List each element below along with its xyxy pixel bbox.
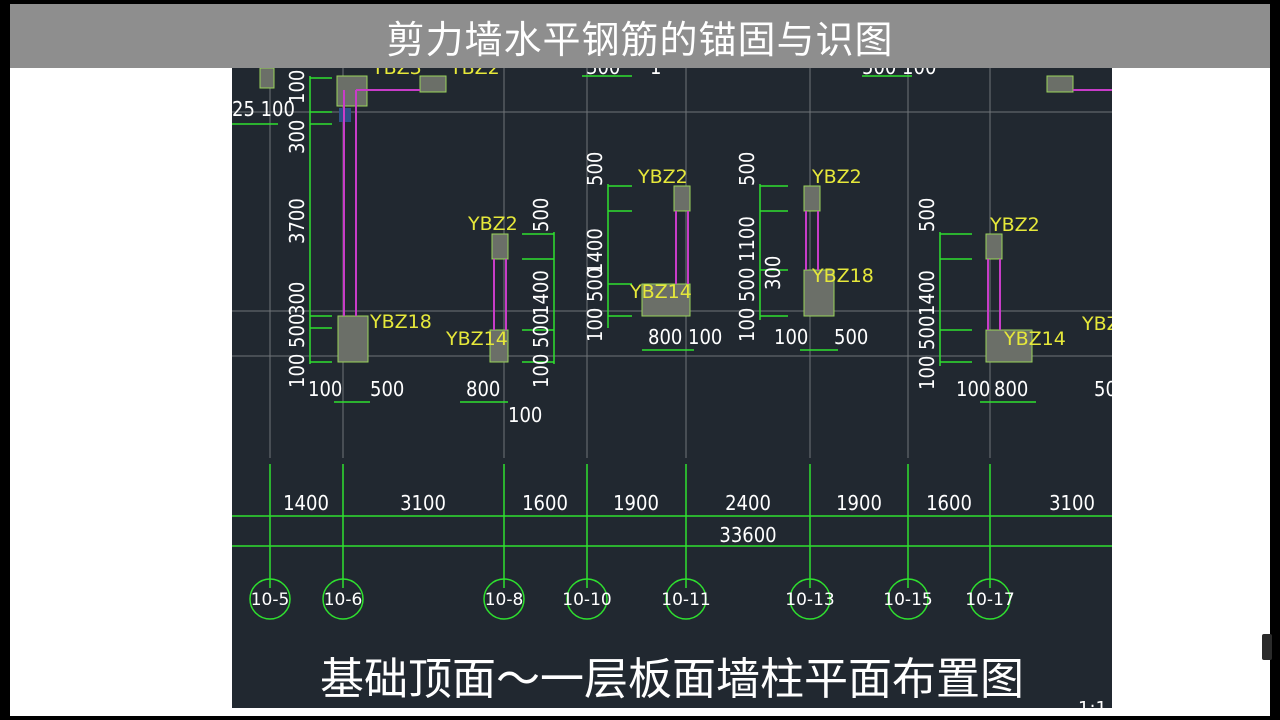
title-bar: 剪力墙水平钢筋的锚固与识图 — [10, 4, 1270, 68]
span-dimension: 1600 — [522, 491, 568, 515]
axis-label: 10-10 — [562, 590, 611, 610]
dim-text: 100 — [774, 325, 808, 349]
scale-fragment: 1:1 — [1078, 698, 1107, 708]
dim-text: 1400 — [529, 270, 553, 316]
dim-text: 300 — [586, 68, 620, 79]
wall-label: YBZ14 — [629, 281, 692, 303]
dim-text: 100 — [508, 403, 542, 427]
dim-text: 3700 — [285, 198, 309, 244]
dim-text: 100 500 — [285, 314, 309, 388]
dim-text: 500 100 — [862, 68, 936, 79]
wall-label: YBZ18 — [369, 311, 432, 333]
axis-label: 10-13 — [785, 590, 834, 610]
dim-text: 500 — [529, 198, 553, 232]
dim-text: 50 — [1094, 377, 1112, 401]
wall-label: YBZ2 — [811, 166, 862, 188]
scroll-handle[interactable] — [1262, 634, 1272, 660]
dim-text: 500 — [583, 152, 607, 186]
dim-text: 100 — [688, 325, 722, 349]
dim-text: 500 — [915, 198, 939, 232]
axis-label: 10-15 — [883, 590, 932, 610]
wall-label: YBZ — [1081, 313, 1112, 335]
axis-bubbles — [249, 578, 1011, 620]
span-dimension: 3100 — [1049, 491, 1095, 515]
drawing-caption: 基础顶面～一层板面墙柱平面布置图 — [320, 654, 1024, 705]
dimension-lines — [232, 75, 1112, 588]
wall-lines — [343, 89, 1112, 330]
cad-drawing: 10-5 10-6 10-8 10-10 10-11 10-13 10-15 1… — [232, 68, 1112, 708]
dim-text: 100 500 — [529, 314, 553, 388]
axis-label: 10-6 — [324, 590, 363, 610]
span-dimension: 1900 — [613, 491, 659, 515]
wall-label: YBZ2 — [449, 68, 500, 79]
dim-text: 300 — [761, 256, 785, 290]
dim-text: 300 — [285, 282, 309, 316]
dim-text: 100 — [308, 377, 342, 401]
dim-text: 1400 — [915, 270, 939, 316]
dim-text: 800 — [994, 377, 1028, 401]
span-dimension: 3100 — [400, 491, 446, 515]
axis-label: 10-11 — [661, 590, 710, 610]
wall-label: YBZ3 — [371, 68, 422, 79]
wall-label: YBZ2 — [637, 166, 688, 188]
dim-text: 1400 — [583, 228, 607, 274]
dim-text: 100 500 — [915, 316, 939, 390]
dim-text: 100 — [956, 377, 990, 401]
span-dimension: 1400 — [283, 491, 329, 515]
wall-label: YBZ2 — [467, 213, 518, 235]
axis-label: 10-17 — [965, 590, 1014, 610]
dim-text: 1100 — [735, 216, 759, 262]
total-dimension: 33600 — [719, 523, 776, 547]
span-dimension: 1600 — [926, 491, 972, 515]
dim-text: 500 — [834, 325, 868, 349]
dim-text: 100 500 — [735, 268, 759, 342]
dim-text: 100 500 — [285, 68, 309, 104]
dim-text: 500 — [735, 152, 759, 186]
dim-text: 100 500 — [583, 268, 607, 342]
dim-text: 300 — [285, 120, 309, 154]
wall-blocks — [259, 68, 1074, 363]
dim-text: 800 — [466, 377, 500, 401]
slide-title: 剪力墙水平钢筋的锚固与识图 — [386, 17, 894, 62]
wall-label: YBZ14 — [445, 328, 508, 350]
dim-text: 25 100 — [232, 97, 295, 121]
span-dimension: 1900 — [836, 491, 882, 515]
wall-label: YBZ14 — [1003, 328, 1066, 350]
dim-text: 500 — [370, 377, 404, 401]
cad-svg: 10-5 10-6 10-8 10-10 10-11 10-13 10-15 1… — [232, 68, 1112, 708]
axis-label: 10-8 — [485, 590, 524, 610]
wall-label: YBZ18 — [811, 265, 874, 287]
dim-text: 800 — [648, 325, 682, 349]
wall-label: YBZ2 — [989, 214, 1040, 236]
span-dimension: 2400 — [725, 491, 771, 515]
axis-label: 10-5 — [251, 590, 290, 610]
grid-lines — [232, 68, 1112, 458]
dim-text: 1 — [650, 68, 661, 79]
